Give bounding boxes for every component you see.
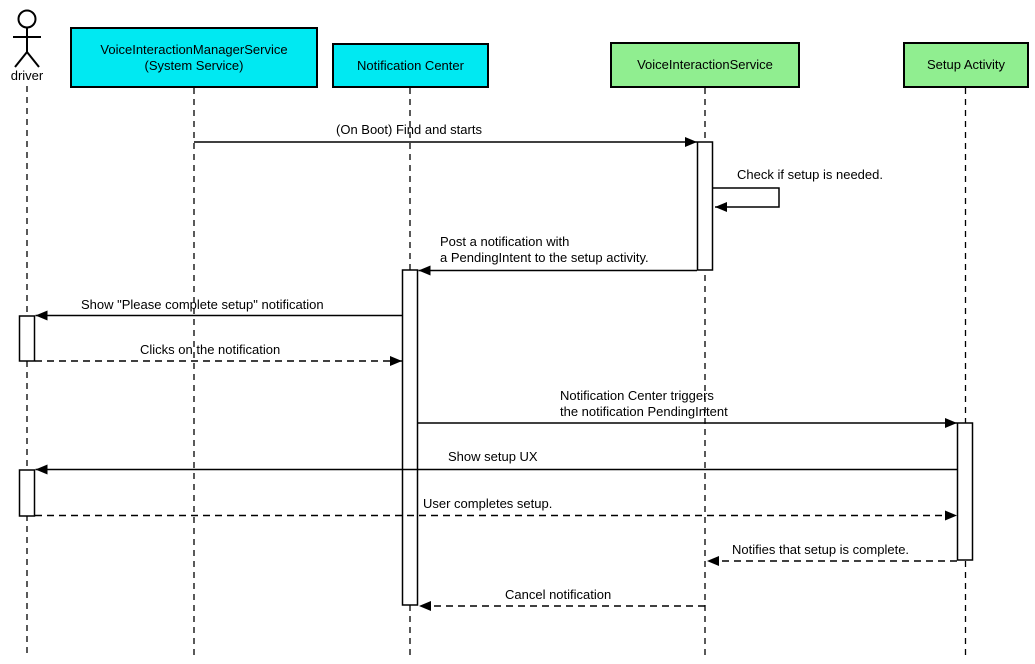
- participant-box-notification-center: Notification Center: [332, 43, 489, 88]
- message-label-post-notification: Post a notification with a PendingIntent…: [440, 234, 649, 265]
- message-label-triggers-pendingintent: Notification Center triggers the notific…: [560, 388, 728, 419]
- message-label-show-setup-ux: Show setup UX: [448, 449, 538, 464]
- message-label-user-completes-setup: User completes setup.: [423, 496, 553, 511]
- participant-box-setup-activity: Setup Activity: [903, 42, 1029, 88]
- activation-bar-setup-activity: [956, 422, 974, 561]
- actor-icon: [13, 9, 41, 68]
- participant-box-voiceinteractionmanagerservice: VoiceInteractionManagerService (System S…: [70, 27, 318, 88]
- activation-bars: [18, 141, 974, 606]
- activation-bar-voiceinteractionservice: [696, 141, 714, 271]
- message-label-check-if-setup-needed: Check if setup is needed.: [737, 167, 883, 182]
- message-label-notifies-setup-complete: Notifies that setup is complete.: [732, 542, 910, 557]
- message-label-clicks-on-notification: Clicks on the notification: [140, 342, 281, 357]
- activation-bar-driver-1: [18, 315, 36, 362]
- actor-label-driver: driver: [10, 68, 44, 83]
- activation-bar-notification-center: [401, 269, 419, 606]
- message-label-cancel-notification: Cancel notification: [505, 587, 612, 602]
- activation-bar-driver-2: [18, 469, 36, 517]
- message-label-show-please-complete-setup: Show "Please complete setup" notificatio…: [81, 297, 324, 312]
- message-label-on-boot-find-and-starts: (On Boot) Find and starts: [336, 122, 482, 137]
- participant-box-voiceinteractionservice: VoiceInteractionService: [610, 42, 800, 88]
- message-arrow-check-if-setup-needed-self: [713, 187, 780, 212]
